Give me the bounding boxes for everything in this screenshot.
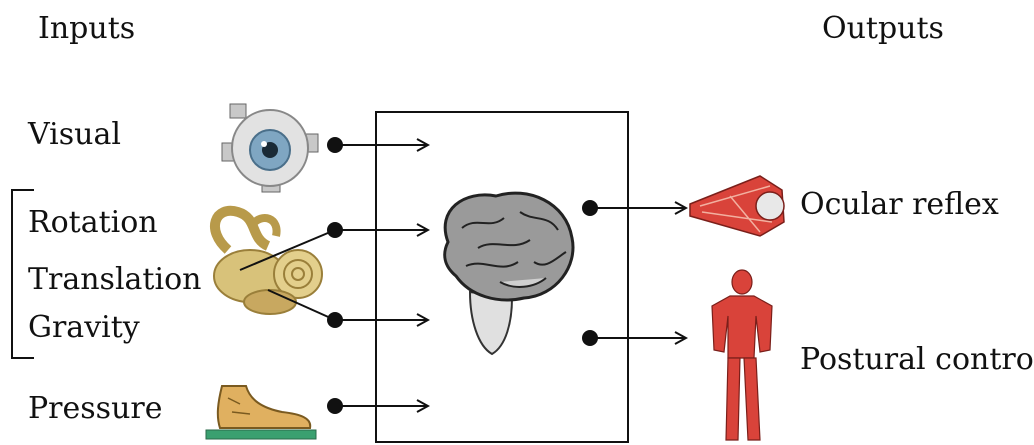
connector-postural-control	[582, 330, 686, 346]
foot-icon	[206, 386, 316, 439]
connector-visual	[327, 137, 428, 153]
inner-ear-icon	[214, 211, 322, 314]
connector-ocular-reflex	[582, 200, 686, 216]
vestibular-bracket	[12, 190, 34, 358]
connector-pressure	[327, 398, 428, 414]
brain-icon	[445, 193, 573, 354]
eye-muscle-icon	[690, 176, 784, 236]
human-muscle-body-icon	[712, 270, 772, 440]
eyeball-icon	[222, 104, 318, 192]
